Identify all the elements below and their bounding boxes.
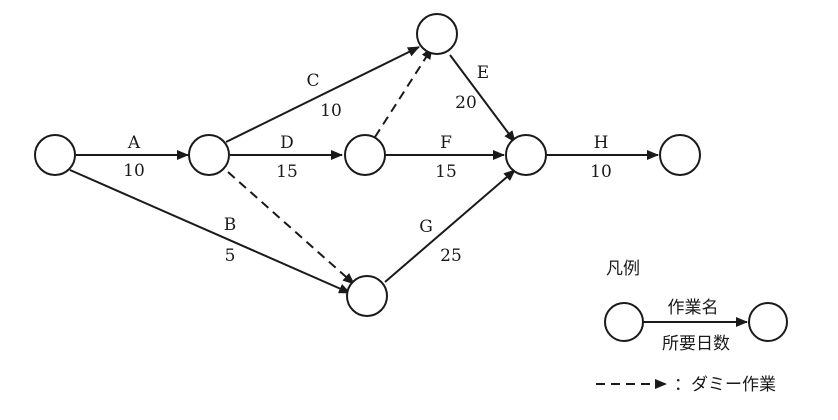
activity-days-H: 10 bbox=[590, 162, 612, 182]
activity-name-G: G bbox=[419, 217, 433, 237]
edge-E bbox=[449, 54, 516, 143]
activity-days-B: 5 bbox=[225, 246, 236, 266]
legend-duration: 所要日数 bbox=[662, 334, 730, 354]
activity-days-A: 10 bbox=[123, 161, 145, 181]
activity-name-F: F bbox=[440, 133, 452, 153]
legend-end-node bbox=[748, 302, 788, 342]
legend-activity-name: 作業名 bbox=[668, 298, 719, 318]
legend-title: 凡例 bbox=[606, 259, 640, 279]
activity-days-F: 15 bbox=[435, 162, 457, 182]
activity-name-E: E bbox=[477, 63, 489, 83]
activity-name-H: H bbox=[594, 133, 609, 153]
node-4 bbox=[344, 134, 386, 176]
legend-start-node bbox=[604, 302, 644, 342]
activity-name-A: A bbox=[127, 133, 141, 153]
node-2 bbox=[188, 134, 230, 176]
legend-dummy-label: ：ダミー作業 bbox=[674, 375, 776, 395]
activity-days-G: 25 bbox=[440, 246, 462, 266]
activity-name-C: C bbox=[306, 71, 319, 91]
dummy-edge-2-to-bottom bbox=[227, 171, 355, 285]
dummy-edge-d-to-top bbox=[374, 47, 433, 138]
node-6 bbox=[505, 134, 547, 176]
edge-G bbox=[384, 169, 516, 283]
edge-B bbox=[69, 169, 351, 294]
activity-days-D: 15 bbox=[276, 162, 298, 182]
node-7 bbox=[659, 134, 701, 176]
activity-name-D: D bbox=[280, 133, 294, 153]
activity-days-E: 20 bbox=[455, 93, 477, 113]
node-3 bbox=[416, 13, 458, 55]
legend: 凡例 作業名 所要日数 ：ダミー作業 bbox=[596, 259, 788, 395]
node-1 bbox=[34, 134, 76, 176]
activity-days-C: 10 bbox=[320, 101, 342, 121]
activity-name-B: B bbox=[224, 215, 237, 235]
node-5 bbox=[346, 275, 388, 317]
edge-C bbox=[225, 46, 420, 143]
